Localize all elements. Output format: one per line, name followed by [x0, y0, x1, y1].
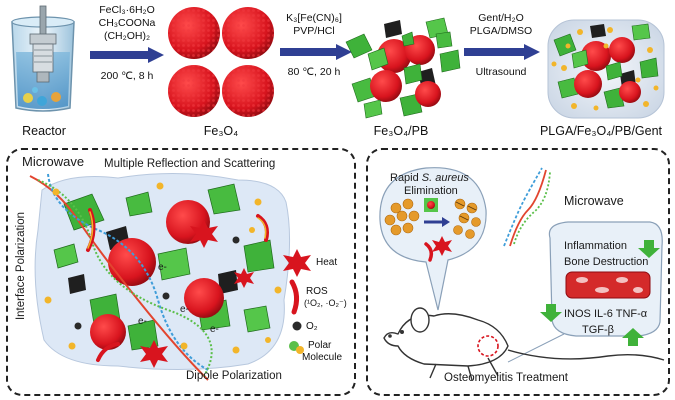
heat-star-icon: [283, 249, 311, 277]
step2-reagent-2: PVP/HCl: [293, 25, 335, 37]
step2-reagent-1: K₃[Fe(CN)₆]: [286, 12, 342, 24]
dipole-polarization-label: Dipole Polarization: [186, 370, 282, 382]
microwave-wave: [29, 173, 213, 381]
step1-reagent-1: FeCl₃·6H₂O: [99, 4, 155, 16]
step3-arrow: [464, 44, 540, 60]
interface-polarization-label: Interface Polarization: [15, 211, 27, 321]
step2-arrow: [280, 44, 352, 60]
step1-condition: 200 ℃, 8 h: [100, 70, 154, 82]
step1-reagent-3: (CH₂OH)₂: [103, 30, 151, 42]
bubble-title-prefix: Rapid: [390, 172, 422, 184]
up-arrow-icon: [622, 328, 644, 346]
osteomyelitis-treatment-label: Osteomyelitis Treatment: [444, 372, 568, 384]
legend-ros: ROS: [306, 286, 328, 297]
legend-heat: Heat: [316, 257, 338, 268]
legend-polar: Polar: [308, 340, 332, 351]
step3-reagent-2: PLGA/DMSO: [469, 25, 533, 37]
step1-reagent-2: CH₃COONa: [98, 17, 156, 29]
tgf-label: TGF-β: [582, 324, 614, 336]
reactor-beaker-icon: [11, 5, 75, 112]
plga-composite: [547, 19, 665, 119]
microwave-label-left: Microwave: [22, 154, 85, 169]
fe3o4-spheres: [168, 7, 274, 117]
final-label: PLGA/Fe₃O₄/PB/Gent: [539, 124, 663, 138]
step1-arrow: [90, 47, 164, 63]
polar-molecule-icon: [289, 341, 304, 354]
inflammation-label: Inflammation: [564, 240, 627, 252]
down-arrow-icon: [540, 304, 562, 322]
mechanism-illustration: [29, 172, 311, 381]
reflection-title: Multiple Reflection and Scattering: [104, 158, 276, 170]
step2-condition: 80 ℃, 20 h: [287, 66, 341, 78]
bubble-title-line2: Elimination: [404, 185, 458, 197]
legend-molecule: Molecule: [302, 352, 343, 363]
ros-capsule-icon: [289, 279, 300, 315]
electron-label: e-: [210, 324, 219, 335]
down-arrow-icon: [638, 240, 660, 258]
fe3o4-label: Fe₃O₄: [203, 124, 239, 138]
mechanism-panel: Microwave Multiple Reflection and Scatte…: [6, 148, 356, 396]
treatment-panel: Rapid S. aureus Elimination Microwave In…: [366, 148, 670, 396]
bubble-title-line1: Rapid S. aureus: [390, 172, 469, 184]
step3-reagent-1: Gent/H₂O: [478, 12, 524, 24]
legend-ros-species: (¹O₂, ·O₂⁻): [304, 298, 347, 308]
reactor-label: Reactor: [22, 124, 66, 138]
o2-dot-icon: [292, 321, 302, 331]
electron-label: e-: [180, 304, 189, 315]
legend-o2: O₂: [306, 321, 318, 332]
mouse-icon: [383, 307, 665, 381]
treatment-illustration: [379, 167, 665, 381]
microwave-label-right: Microwave: [564, 194, 624, 208]
electron-label: e-: [138, 316, 147, 327]
step3-condition: Ultrasound: [475, 66, 527, 78]
synthesis-row: Reactor FeCl₃·6H₂O CH₃COONa (CH₂OH)₂ 200…: [0, 0, 675, 145]
cytokines-label: INOS IL-6 TNF-α: [564, 308, 648, 320]
electron-label: e-: [158, 262, 167, 273]
bubble-title-species: S. aureus: [421, 172, 469, 184]
bone-destruction-label: Bone Destruction: [564, 256, 649, 268]
fe3o4-pb-label: Fe₃O₄/PB: [373, 124, 429, 138]
fe3o4-pb-composite: [345, 17, 461, 119]
